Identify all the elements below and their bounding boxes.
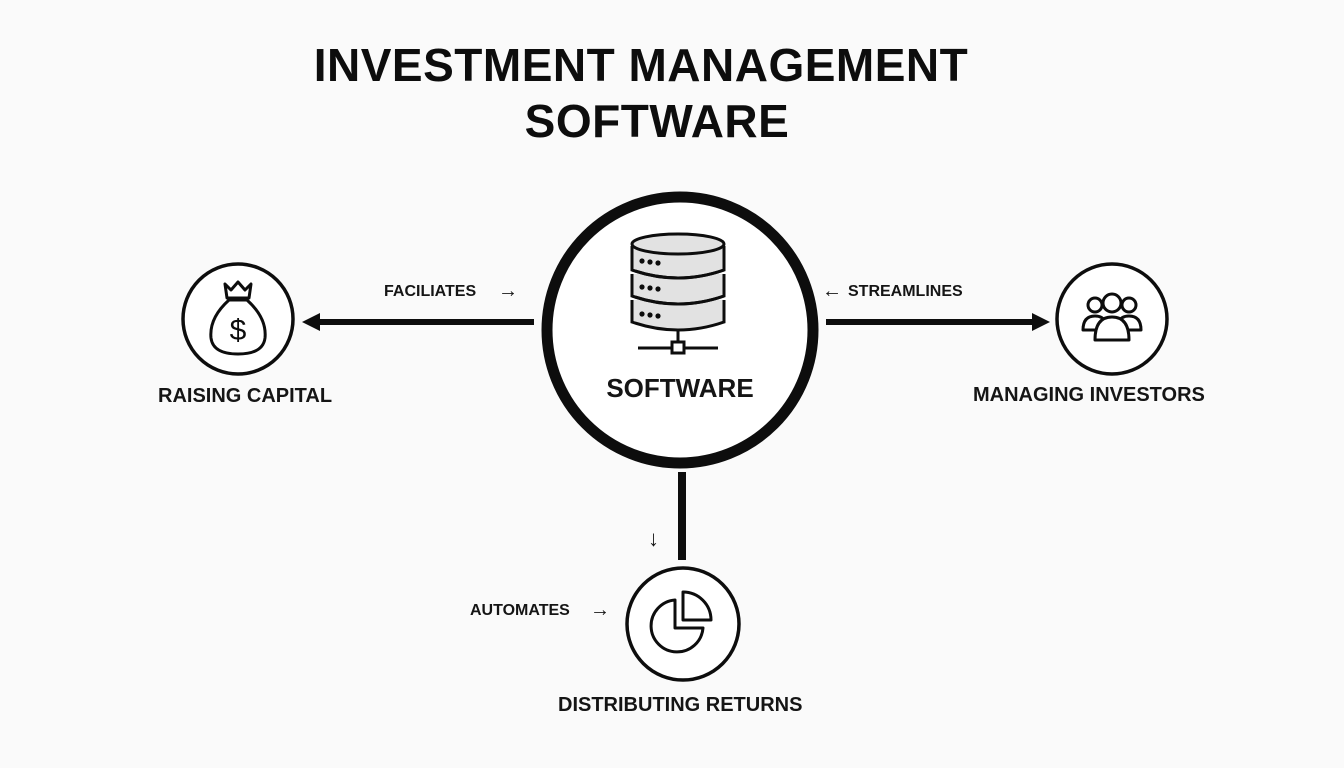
center-label: SOFTWARE: [606, 373, 754, 403]
node-bottom-label: DISTRIBUTING RETURNS: [558, 694, 803, 716]
connector-left-verb: FACILIATES: [384, 283, 477, 300]
connector-bottom-verb: AUTOMATES: [470, 602, 570, 619]
node-managing-investors: [1055, 262, 1169, 376]
diagram-title-line1: INVESTMENT MANAGEMENT: [313, 39, 969, 91]
users-group-icon: [1081, 292, 1143, 342]
node-distributing-returns: [625, 566, 741, 682]
arrow-right-icon: →: [590, 599, 610, 621]
arrow-down-icon: ↓: [648, 526, 659, 551]
money-bag-icon: [209, 280, 267, 356]
connector-right-verb: STREAMLINES: [848, 283, 963, 300]
svg-text:$: $: [230, 314, 247, 347]
node-raising-capital: $: [181, 262, 295, 376]
connector-bottom-line: [678, 472, 686, 560]
database-server-icon: [628, 230, 728, 365]
node-right-label: MANAGING INVESTORS: [973, 384, 1205, 406]
connector-left-arrow: [302, 312, 534, 332]
node-left-label: RAISING CAPITAL: [158, 385, 333, 407]
pie-chart-icon: [649, 590, 713, 654]
arrow-left-icon: ←: [822, 280, 842, 302]
connector-right-arrow: [826, 312, 1050, 332]
arrow-right-icon: →: [498, 280, 518, 302]
diagram-title-line2: SOFTWARE: [524, 95, 790, 147]
center-node: SOFTWARE: [540, 190, 820, 470]
